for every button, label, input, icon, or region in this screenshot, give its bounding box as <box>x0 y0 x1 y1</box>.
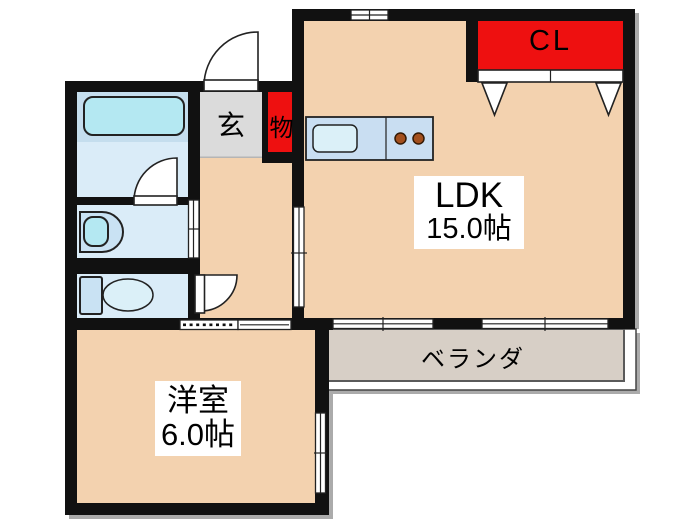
closet-label: CL <box>528 25 573 57</box>
ldk-label: LDK 15.0帖 <box>414 176 524 249</box>
washbasin-icon <box>79 211 124 253</box>
western-room-sliding-door <box>179 319 292 331</box>
toilet-icon <box>79 276 154 315</box>
veranda-label: ベランダ <box>421 346 525 373</box>
western-room-label: 洋室 6.0帖 <box>155 381 241 456</box>
bath-swing-door <box>133 157 178 206</box>
bathtub-icon <box>83 96 185 136</box>
veranda-floor <box>321 328 625 382</box>
toilet-swing-door <box>194 274 238 314</box>
stove-burner-icon <box>412 132 425 145</box>
closet-double-door <box>477 69 624 118</box>
western-room-size: 6.0帖 <box>160 417 236 452</box>
room-fills <box>70 9 635 509</box>
closet-fill <box>478 21 623 70</box>
washroom-sliding-door <box>187 199 200 259</box>
plan-shadow <box>69 13 640 519</box>
storage-label: 物 <box>269 115 294 142</box>
ldk-top-window <box>350 9 389 21</box>
western-room-side-window <box>314 412 327 494</box>
entrance-swing-door <box>203 31 259 92</box>
storage-fill <box>268 92 295 152</box>
entrance-step-line <box>200 156 262 158</box>
ldk-size: 15.0帖 <box>426 213 512 245</box>
ldk-name: LDK <box>434 176 504 215</box>
stove-burner-icon <box>394 132 407 145</box>
veranda-window-left <box>332 317 434 331</box>
kitchen-sink-icon <box>312 124 358 153</box>
entrance-floor <box>200 92 262 158</box>
veranda-area <box>321 328 637 391</box>
veranda-window-right <box>481 317 609 331</box>
kitchen-counter <box>305 116 434 161</box>
entrance-label: 玄 <box>216 110 245 141</box>
hall-ldk-sliding-door <box>291 206 307 308</box>
closet-door-swing-left <box>480 82 509 118</box>
western-room-name: 洋室 <box>167 383 229 418</box>
closet-door-swing-right <box>594 82 623 118</box>
